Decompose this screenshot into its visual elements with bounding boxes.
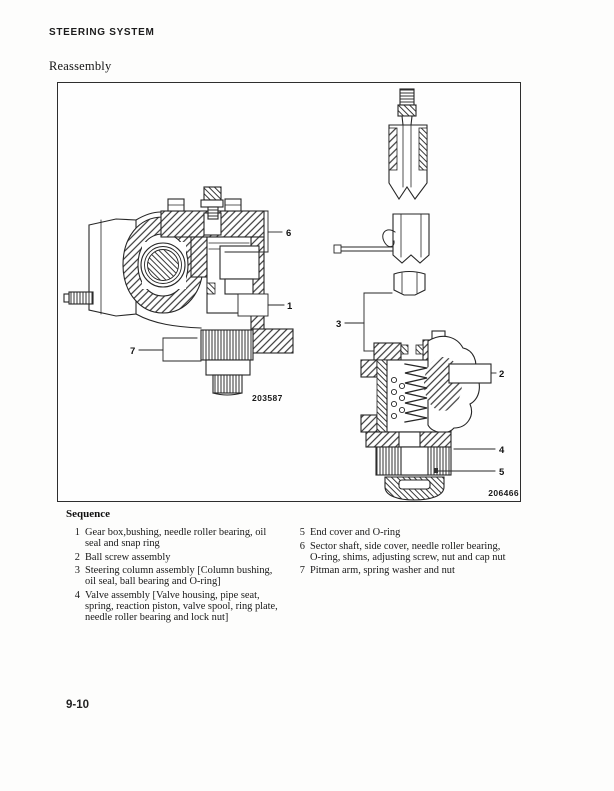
- sequence-item-text: Valve assembly [Valve housing, pipe seat…: [85, 589, 278, 623]
- sequence-item-number: 3: [74, 565, 80, 576]
- sequence-item-number: 7: [299, 565, 305, 576]
- column-bushing-and-pipe: [333, 213, 430, 264]
- sequence-columns: 1 Gear box,bushing, needle roller bearin…: [66, 527, 568, 625]
- sequence-section: Sequence 1 Gear box,bushing, needle roll…: [66, 508, 568, 625]
- callout-3-label: 3: [336, 319, 341, 330]
- sequence-item-5: 5 End cover and O-ring: [296, 527, 568, 538]
- valve-housing-body: [360, 330, 492, 448]
- sequence-item-3: 3 Steering column assembly [Column bushi…: [66, 565, 296, 587]
- steering-gear-figure: 6 1 7 203587: [63, 88, 519, 501]
- steering-shaft-tip: [397, 88, 417, 126]
- callout-2-label: 2: [499, 369, 504, 380]
- section-title: Reassembly: [49, 59, 112, 73]
- sequence-left-column: 1 Gear box,bushing, needle roller bearin…: [66, 527, 296, 625]
- figure-left-part-number: 203587: [252, 393, 283, 403]
- sequence-item-number: 2: [74, 551, 80, 563]
- callout-5-label: 5: [499, 467, 505, 478]
- adjusting-screw-bolt: [200, 186, 224, 220]
- callout-3: 3: [336, 292, 393, 352]
- sequence-item-text: Sector shaft, side cover, needle roller …: [310, 540, 506, 563]
- sequence-item-2: 2 Ball screw assembly: [66, 552, 296, 563]
- sequence-item-4: 4 Valve assembly [Valve housing, pipe se…: [66, 590, 296, 623]
- pipe-seat-cap: [393, 270, 426, 296]
- sequence-item-6: 6 Sector shaft, side cover, needle rolle…: [296, 541, 568, 563]
- figure-right-part-number: 206466: [488, 488, 519, 498]
- callout-4-label: 4: [499, 445, 505, 456]
- page-number: 9-10: [66, 699, 90, 711]
- sequence-item-text: Steering column assembly [Column bushing…: [85, 565, 273, 587]
- steering-column-tube: [388, 124, 428, 201]
- callout-1: 1: [237, 293, 293, 317]
- sequence-item-text: Ball screw assembly: [85, 551, 171, 563]
- sequence-item-1: 1 Gear box,bushing, needle roller bearin…: [66, 527, 296, 549]
- callout-7: 7: [130, 337, 202, 362]
- sequence-item-number: 6: [299, 540, 305, 552]
- callout-7-label: 7: [130, 346, 135, 357]
- sequence-item-text: Gear box,bushing, needle roller bearing,…: [85, 527, 267, 549]
- sequence-item-number: 1: [74, 527, 80, 538]
- page-header: STEERING SYSTEM: [49, 27, 155, 38]
- callout-6-label: 6: [286, 228, 291, 239]
- steering-column-exploded-diagram: 3: [333, 88, 519, 501]
- callout-4: 4: [453, 445, 505, 456]
- callout-6: 6: [224, 210, 291, 253]
- sequence-item-7: 7 Pitman arm, spring washer and nut: [296, 565, 568, 576]
- gear-box-housing: [63, 211, 202, 329]
- end-cover: [375, 446, 452, 501]
- sequence-item-text: End cover and O-ring: [310, 527, 401, 538]
- gear-box-cross-section-diagram: 6 1 7 203587: [63, 186, 294, 403]
- callout-1-label: 1: [287, 301, 293, 312]
- sequence-heading: Sequence: [66, 508, 110, 520]
- sequence-right-column: 5 End cover and O-ring 6 Sector shaft, s…: [296, 527, 568, 579]
- sequence-item-number: 4: [74, 589, 80, 601]
- callout-2: 2: [490, 369, 504, 380]
- sequence-item-number: 5: [299, 527, 305, 538]
- sequence-item-text: Pitman arm, spring washer and nut: [310, 565, 455, 576]
- figure-box: 6 1 7 203587: [57, 82, 521, 502]
- pitman-shaft-and-nut: [200, 328, 294, 396]
- callout-5: 5: [434, 467, 505, 478]
